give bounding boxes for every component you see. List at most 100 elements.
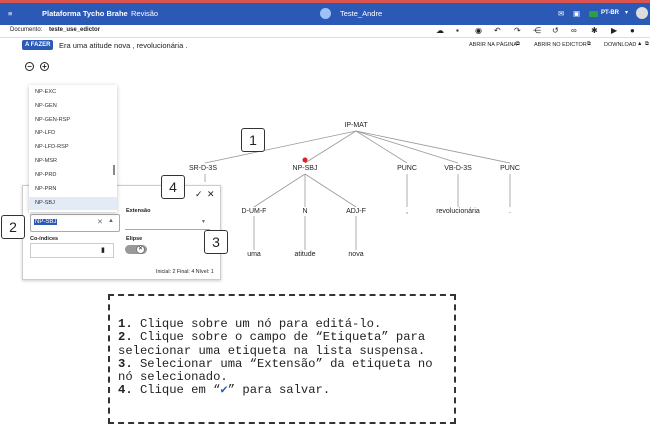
instruction-1: 1. Clique sobre um nó para editá-lo.: [118, 317, 448, 331]
tree-node-np-sbj[interactable]: NP-SBJ: [292, 165, 318, 172]
chevron-down-icon[interactable]: ▼: [201, 219, 206, 225]
coindices-label: Co-índices: [30, 236, 59, 242]
calendar-icon[interactable]: ▣: [573, 9, 581, 18]
label-dropdown-list[interactable]: NP-EXC NP-GEN NP-GEN-RSP NP-LFD NP-LFD-R…: [29, 85, 117, 212]
tree-node-vb-d-3s[interactable]: VB-D-3S: [444, 165, 472, 172]
callout-2: 2: [1, 215, 25, 239]
clear-icon[interactable]: ✕: [97, 219, 103, 226]
list-item[interactable]: NP-EXC: [35, 89, 57, 95]
list-item-selected[interactable]: NP-SBJ: [29, 197, 117, 210]
bug-icon[interactable]: ✱: [591, 26, 598, 35]
external-link-icon: ⧉: [516, 41, 520, 47]
close-icon[interactable]: ✕: [207, 189, 215, 199]
sentence-bar: A FAZER Era uma atitude nova , revolucio…: [0, 38, 650, 54]
chevron-down-icon[interactable]: ▾: [625, 10, 629, 16]
tree-node-punc[interactable]: PUNC: [500, 165, 520, 172]
tree-node-ip-mat[interactable]: IP-MAT: [344, 122, 368, 129]
undo-icon[interactable]: ↶: [494, 26, 501, 35]
step-text: ” para salvar.: [227, 383, 331, 398]
list-item[interactable]: NP-PRD: [35, 172, 57, 178]
instruction-3: 3. Selecionar uma “Extensão” da etiqueta…: [118, 356, 448, 385]
check-icon: ✔: [220, 383, 228, 398]
tree-node-n[interactable]: N: [302, 208, 308, 215]
document-name: teste_use_edictor: [49, 27, 101, 33]
save-icon[interactable]: ▪: [456, 26, 459, 35]
chevron-up-icon[interactable]: ▲: [108, 218, 114, 224]
position-info: Inicial: 2 Final: 4 Nível: 1: [156, 269, 214, 275]
step-text: Selecionar uma “Extensão” da etiqueta no…: [118, 356, 433, 385]
delete-icon[interactable]: ▮: [101, 247, 105, 254]
tree-node-d-um-f[interactable]: D-UM-F: [241, 208, 267, 215]
top-navbar: ≡ Plataforma Tycho Brahe Revisão Teste_A…: [0, 0, 650, 25]
play-icon[interactable]: ▶: [611, 26, 618, 35]
download-icon[interactable]: ▲: [637, 41, 643, 47]
step-number: 3.: [118, 356, 133, 371]
link-icon[interactable]: ∞: [571, 26, 577, 35]
list-item[interactable]: NP-MSR: [35, 158, 58, 164]
tree-word-atitude[interactable]: atitude: [294, 251, 316, 258]
elipse-label: Elipse: [126, 236, 143, 242]
list-scrollbar[interactable]: [113, 165, 115, 175]
user-avatar-icon: [320, 8, 331, 19]
share-icon[interactable]: ⋲: [533, 26, 541, 35]
brazil-flag-icon: [589, 11, 598, 17]
language-selector[interactable]: PT-BR: [601, 10, 619, 16]
view-icon[interactable]: ◉: [475, 26, 482, 35]
instructions-box: 1. Clique sobre um nó para editá-lo. 2. …: [108, 294, 456, 424]
callout-1: 1: [241, 128, 265, 152]
list-item[interactable]: NP-LFD-RSP: [35, 144, 69, 150]
save-check-icon[interactable]: ✓: [195, 189, 203, 199]
instruction-2: 2. Clique sobre o campo de “Etiqueta” pa…: [118, 331, 448, 358]
step-number: 2.: [118, 330, 133, 345]
status-badge: A FAZER: [22, 40, 54, 50]
tree-word-revolucionaria[interactable]: revolucionária: [436, 208, 480, 215]
open-page-link[interactable]: ABRIR NA PÁGINA: [469, 42, 517, 48]
tree-node-punc[interactable]: PUNC: [397, 165, 417, 172]
extension-label: Extensão: [126, 208, 151, 214]
profile-avatar[interactable]: [636, 7, 648, 19]
open-edictor-link[interactable]: ABRIR NO EDICTOR: [534, 42, 587, 48]
tree-word-comma[interactable]: ,: [406, 208, 408, 215]
step-text: Clique em “: [132, 383, 221, 398]
coindices-field[interactable]: ▮: [30, 243, 114, 258]
redo-icon[interactable]: ↷: [514, 26, 521, 35]
app-title[interactable]: Plataforma Tycho Brahe: [42, 9, 128, 18]
extension-select[interactable]: ▼: [125, 216, 210, 230]
list-item[interactable]: NP-LFD: [35, 130, 56, 136]
list-item[interactable]: NP-GEN: [35, 103, 57, 109]
label-select[interactable]: NP-SBJ ✕ ▲: [30, 214, 120, 232]
list-item[interactable]: NP-GEN-RSP: [35, 117, 71, 123]
step-number: 4.: [118, 383, 133, 398]
tree-word-uma[interactable]: uma: [247, 251, 261, 258]
user-name[interactable]: Teste_Andre: [340, 9, 383, 18]
elipse-toggle[interactable]: ✕: [125, 245, 147, 254]
export-icon[interactable]: ⧉: [645, 41, 649, 47]
zoom-out-icon[interactable]: −: [25, 62, 34, 71]
callout-3: 3: [204, 230, 228, 254]
cloud-icon[interactable]: ☁: [436, 26, 444, 35]
history-icon[interactable]: ↺: [552, 26, 559, 35]
instruction-4: 4. Clique em “✔” para salvar.: [118, 384, 448, 397]
menu-icon[interactable]: ≡: [8, 9, 13, 18]
tree-node-sr-d-3s[interactable]: SR-D-3S: [188, 165, 218, 172]
tree-node-adj-f[interactable]: ADJ-F: [346, 208, 366, 215]
external-link-icon: ⧉: [587, 41, 591, 47]
document-label: Documento:: [10, 27, 43, 33]
messages-icon[interactable]: ✉: [558, 9, 565, 18]
sentence-text: Era uma atitude nova , revolucionária .: [59, 41, 188, 50]
list-item[interactable]: NP-PRN: [35, 186, 57, 192]
download-button[interactable]: DOWNLOAD: [604, 42, 637, 48]
section-label[interactable]: Revisão: [131, 9, 159, 18]
step-text: Clique sobre um nó para editá-lo.: [132, 317, 382, 331]
step-number: 1.: [118, 317, 133, 331]
step-text: Clique sobre o campo de “Etiqueta” para …: [118, 330, 426, 358]
callout-4: 4: [161, 175, 185, 199]
zoom-in-icon[interactable]: +: [40, 62, 49, 71]
tree-word-nova[interactable]: nova: [348, 251, 364, 258]
label-select-value: NP-SBJ: [34, 219, 58, 225]
selected-node-marker: [302, 157, 308, 163]
clock-icon[interactable]: ●: [630, 26, 635, 35]
tree-word-period[interactable]: .: [509, 208, 511, 215]
document-bar: Documento: teste_use_edictor ☁ ▪ ◉ ↶ ↷ ⋲…: [0, 25, 650, 38]
